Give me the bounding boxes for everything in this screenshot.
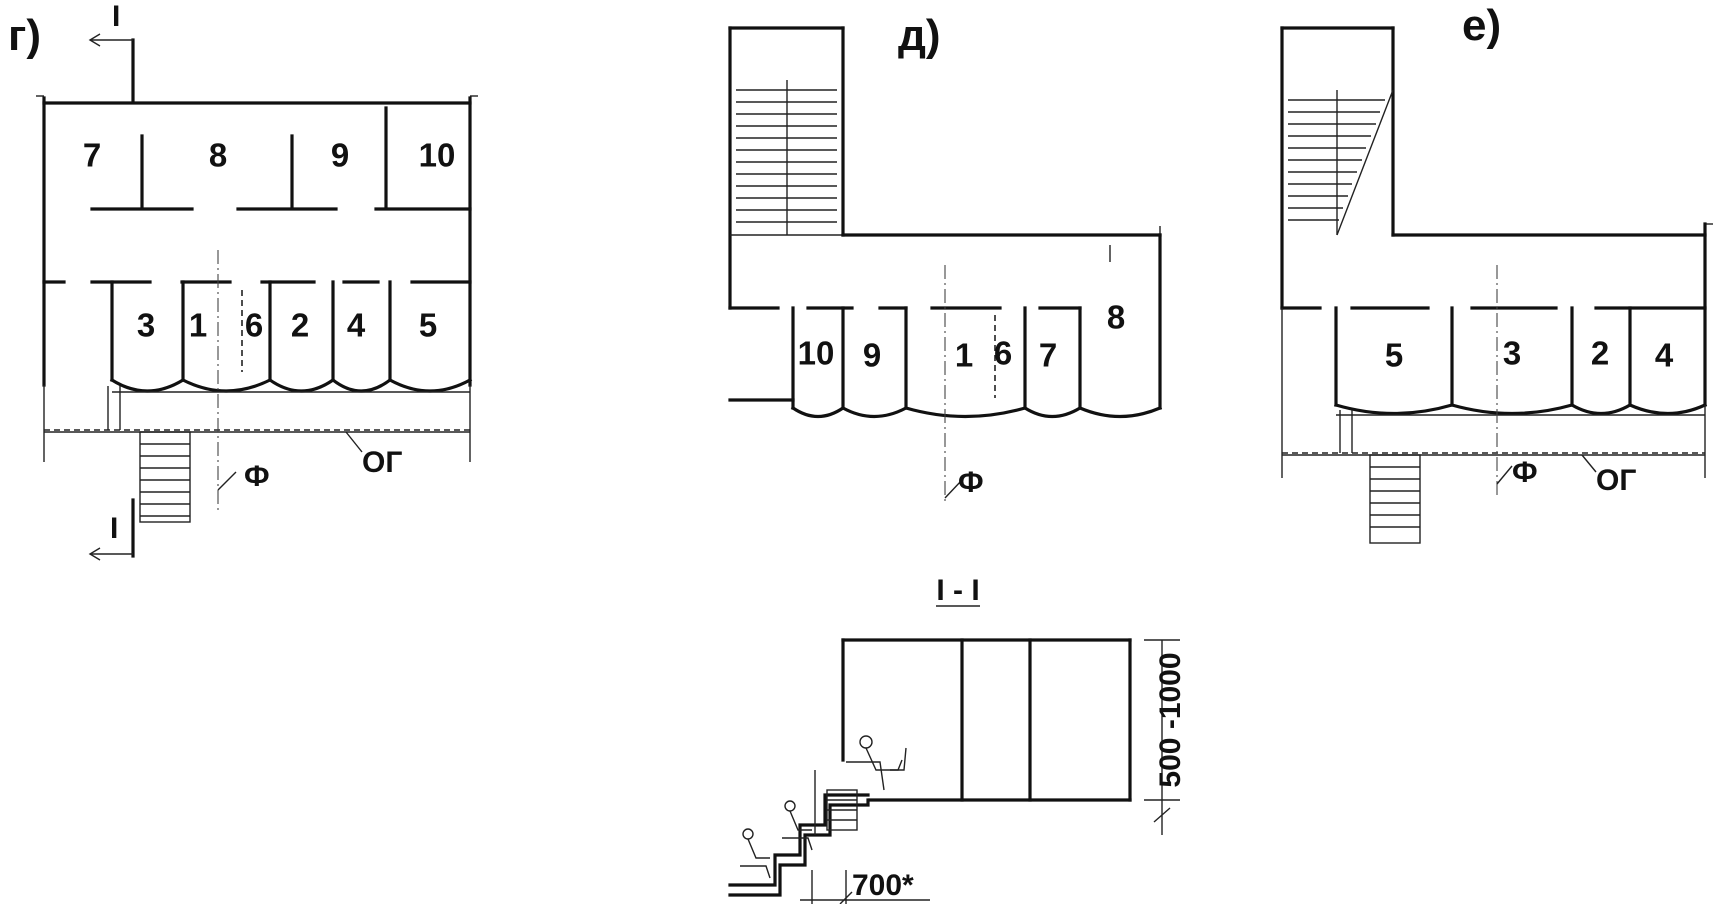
- stair-e-lower: [1369, 454, 1421, 544]
- plan-e-letter: е): [1462, 1, 1501, 50]
- seated-figure: [740, 828, 771, 879]
- seated-figure: [782, 800, 813, 851]
- room-label: 6: [245, 307, 263, 344]
- stair-g: [139, 431, 191, 523]
- room-label: 2: [291, 307, 309, 344]
- room-label: 4: [1655, 337, 1674, 374]
- room-label: 5: [1385, 337, 1403, 374]
- step-dimension: 700*: [852, 869, 914, 902]
- room-label: 9: [863, 337, 881, 374]
- axis-label-e: Ф: [1512, 456, 1538, 489]
- axis-label-g: Ф: [244, 460, 270, 493]
- axis-label-d: Ф: [958, 466, 984, 499]
- plan-d-letter: д): [898, 11, 941, 60]
- room-label: 2: [1591, 335, 1609, 372]
- room-label: 5: [419, 307, 437, 344]
- section-mark-top: I: [88, 0, 135, 102]
- section-i-i: I - I: [728, 574, 1187, 904]
- room-label: 10: [419, 137, 456, 174]
- plan-e: е): [1280, 1, 1713, 544]
- room-label: 3: [1503, 335, 1521, 372]
- room-label: 1: [955, 337, 973, 374]
- room-label: 4: [347, 307, 366, 344]
- section-mark-top-label: I: [112, 0, 120, 33]
- floor-label-e: ОГ: [1596, 464, 1636, 497]
- section-mark-bottom: I: [88, 498, 135, 561]
- room-label: 10: [798, 335, 835, 372]
- stair-d: [730, 80, 843, 236]
- stair-e: [1288, 89, 1394, 236]
- room-label: 6: [994, 335, 1012, 372]
- room-label: 8: [209, 137, 227, 174]
- room-label: 1: [189, 307, 207, 344]
- plan-g-letter: г): [8, 11, 41, 60]
- plan-d: д): [728, 11, 1163, 505]
- height-dimension: 500 -1000: [1154, 652, 1187, 787]
- room-label: 7: [1039, 337, 1057, 374]
- plan-g: г) I: [8, 0, 478, 561]
- section-mark-bottom-label: I: [110, 512, 118, 545]
- room-label: 9: [331, 137, 349, 174]
- room-label: 7: [83, 137, 101, 174]
- room-label: 3: [137, 307, 155, 344]
- seated-figure: [846, 735, 907, 791]
- room-label: 8: [1107, 299, 1125, 336]
- section-title: I - I: [936, 574, 979, 607]
- floor-label-g: ОГ: [362, 446, 402, 479]
